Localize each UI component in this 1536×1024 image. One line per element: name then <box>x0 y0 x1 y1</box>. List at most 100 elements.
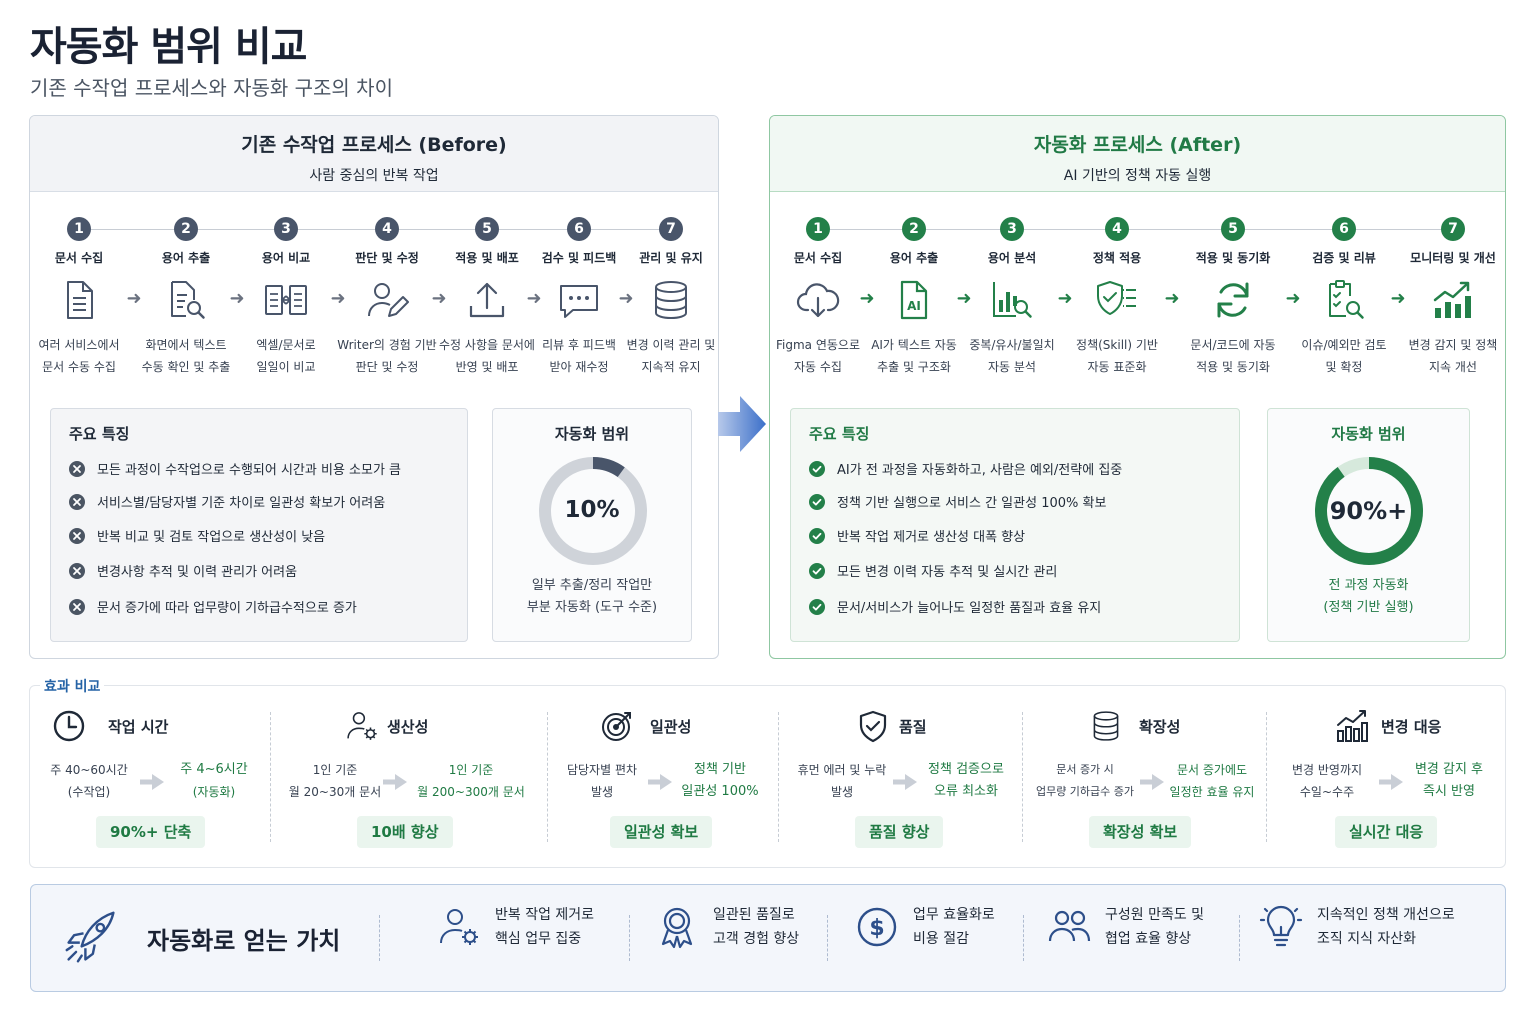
flow-arrow-icon: ➜ <box>126 288 142 309</box>
x-circle-icon <box>69 528 85 544</box>
step-number: 1 <box>67 217 91 241</box>
step-label: 문서 수집 <box>54 251 104 265</box>
award-icon <box>655 905 699 949</box>
step-label: 검증 및 리뷰 <box>1312 251 1376 265</box>
after-subtitle: AI 기반의 정책 자동 실행 <box>1063 168 1212 184</box>
features-title: 주요 특징 <box>69 425 130 443</box>
user-edit-icon <box>365 278 409 322</box>
feature-item: 문서/서비스가 늘어나도 일정한 품질과 효율 유지 <box>809 597 1101 616</box>
step-label: 용어 분석 <box>987 251 1037 265</box>
page-subtitle: 기존 수작업 프로세스와 자동화 구조의 차이 <box>30 76 393 100</box>
x-circle-icon <box>69 599 85 615</box>
trend-chart-icon <box>1335 709 1369 743</box>
effect-after: 주 4~6시간(자동화) <box>180 762 248 799</box>
before-panel-header: 기존 수작업 프로세스 (Before) 사람 중심의 반복 작업 <box>30 116 718 192</box>
users-icon <box>1047 905 1091 949</box>
target-icon <box>600 709 634 743</box>
scope-donut <box>539 457 647 565</box>
feature-item: 반복 작업 제거로 생산성 대폭 향상 <box>809 526 1025 545</box>
feature-item: 정책 기반 실행으로 서비스 간 일관성 100% 확보 <box>809 492 1106 511</box>
scope-percent: 10% <box>564 497 620 523</box>
feature-item: 문서 증가에 따라 업무량이 기하급수적으로 증가 <box>69 597 357 616</box>
checklist-search-icon <box>1322 278 1366 322</box>
feature-item: 반복 비교 및 검토 작업으로 생산성이 낮음 <box>69 526 325 545</box>
step-number: 5 <box>475 217 499 241</box>
step-label: 문서 수집 <box>793 251 843 265</box>
chart-search-icon <box>990 278 1034 322</box>
check-circle-icon <box>809 528 825 544</box>
check-circle-icon <box>809 494 825 510</box>
step-label: 관리 및 유지 <box>639 251 703 265</box>
x-circle-icon <box>69 461 85 477</box>
big-flow-arrow-icon <box>718 396 766 452</box>
x-circle-icon <box>69 563 85 579</box>
effect-badge: 90%+ 단축 <box>96 816 206 848</box>
effect-work-time: 작업 시간 주 40~60시간(수작업) 주 4~6시간(자동화) 90%+ 단… <box>30 700 270 860</box>
step-number: 2 <box>174 217 198 241</box>
effects-section <box>29 685 1506 868</box>
effects-label: 효과 비교 <box>40 676 105 696</box>
check-circle-icon <box>809 461 825 477</box>
user-gear-icon <box>345 709 379 743</box>
divider <box>827 915 828 961</box>
step-label: 모니터링 및 개선 <box>1410 251 1496 265</box>
divider <box>270 712 271 842</box>
flow-arrow-icon: ➜ <box>1390 288 1406 309</box>
rocket-icon <box>63 909 119 965</box>
divider <box>547 712 548 842</box>
effect-badge: 품질 향상 <box>855 816 944 848</box>
check-circle-icon <box>809 563 825 579</box>
scope-title: 자동화 범위 <box>554 425 630 443</box>
upload-icon <box>465 278 509 322</box>
after-title: 자동화 프로세스 (After) <box>1033 134 1242 156</box>
after-panel: 자동화 프로세스 (After) AI 기반의 정책 자동 실행 1 문서 수집… <box>769 115 1506 659</box>
step-label: 용어 비교 <box>261 251 311 265</box>
effect-badge: 확장성 확보 <box>1089 816 1192 848</box>
arrow-right-icon <box>383 772 409 792</box>
effect-title: 작업 시간 <box>108 718 169 736</box>
divider <box>1266 712 1267 842</box>
step-number: 3 <box>1000 217 1024 241</box>
divider <box>778 712 779 842</box>
arrow-right-icon <box>893 772 919 792</box>
flow-arrow-icon: ➜ <box>1164 288 1180 309</box>
document-icon <box>57 278 101 322</box>
effect-before: 주 40~60시간(수작업) <box>50 763 128 799</box>
after-step-connector <box>818 229 1454 230</box>
step-number: 5 <box>1221 217 1245 241</box>
step-number: 7 <box>659 217 683 241</box>
after-panel-header: 자동화 프로세스 (After) AI 기반의 정책 자동 실행 <box>770 116 1505 192</box>
step-label: 적용 및 동기화 <box>1195 251 1271 265</box>
step-number: 6 <box>567 217 591 241</box>
